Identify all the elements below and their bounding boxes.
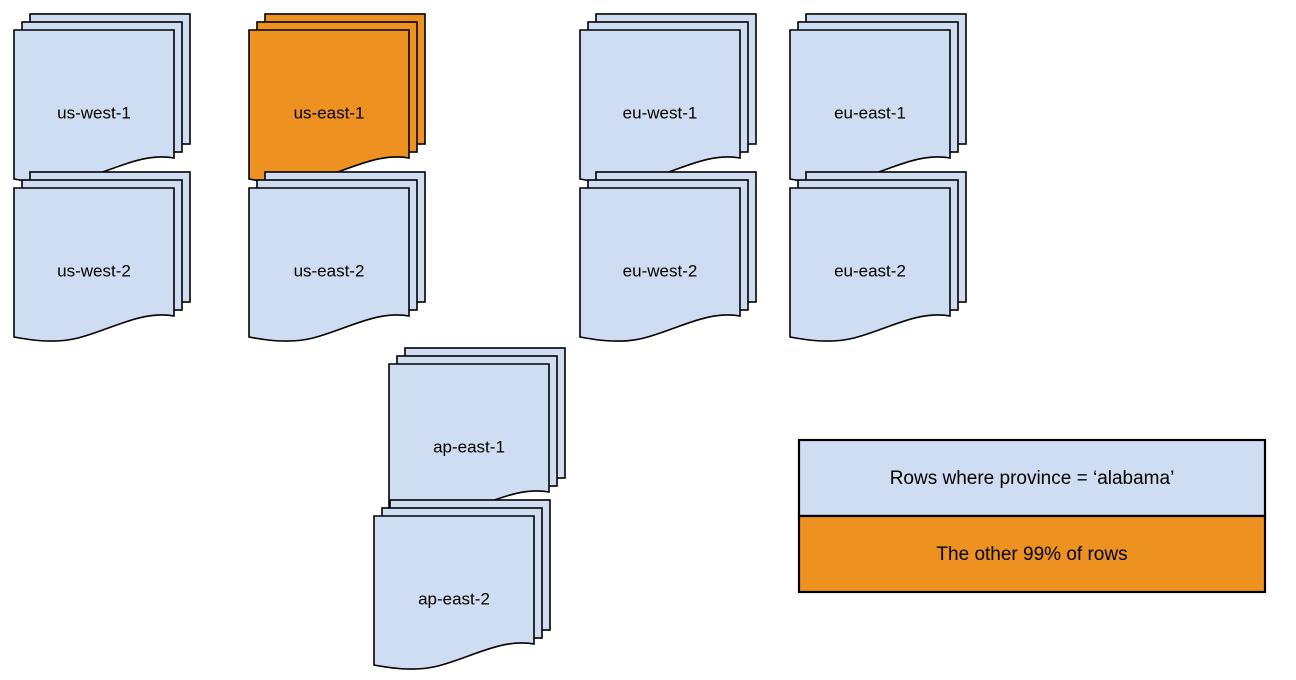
document-stack-eu-west-1[interactable]: eu-west-1 [579, 13, 757, 184]
document-stack-ap-east-2[interactable]: ap-east-2 [373, 499, 551, 670]
region-stacks: us-west-1 us-east-1 eu-west-1 eu-east-1 us-w… [13, 13, 967, 670]
document-stack-eu-east-1[interactable]: eu-east-1 [789, 13, 967, 184]
document-stack-us-east-1[interactable]: us-east-1 [248, 13, 426, 184]
document-stack-ap-east-1[interactable]: ap-east-1 [388, 347, 566, 518]
document-stack-eu-west-2[interactable]: eu-west-2 [579, 171, 757, 342]
document-stack-us-west-1[interactable]: us-west-1 [13, 13, 191, 184]
document-stack-label-eu-west-1: eu-west-1 [623, 103, 698, 122]
document-stack-us-east-2[interactable]: us-east-2 [248, 171, 426, 342]
legend: Rows where province = ‘alabama’ The other… [797, 438, 1267, 594]
legend-rows-alabama-swatch[interactable] [797, 438, 1267, 518]
document-stack-label-ap-east-2: ap-east-2 [418, 589, 490, 608]
document-stack-label-ap-east-1: ap-east-1 [433, 437, 505, 456]
document-stack-label-us-west-2: us-west-2 [57, 261, 131, 280]
document-stack-label-us-west-1: us-west-1 [57, 103, 131, 122]
legend-other-rows-label: The other 99% of rows [936, 544, 1127, 565]
document-stack-eu-east-2[interactable]: eu-east-2 [789, 171, 967, 342]
document-stack-label-us-east-1: us-east-1 [294, 103, 365, 122]
document-stack-label-eu-east-2: eu-east-2 [834, 261, 906, 280]
legend-rows-alabama-label: Rows where province = ‘alabama’ [890, 468, 1175, 489]
legend-other-rows-swatch[interactable] [797, 514, 1267, 594]
document-stack-label-eu-east-1: eu-east-1 [834, 103, 906, 122]
document-stack-label-eu-west-2: eu-west-2 [623, 261, 698, 280]
document-stack-us-west-2[interactable]: us-west-2 [13, 171, 191, 342]
document-stack-label-us-east-2: us-east-2 [294, 261, 365, 280]
